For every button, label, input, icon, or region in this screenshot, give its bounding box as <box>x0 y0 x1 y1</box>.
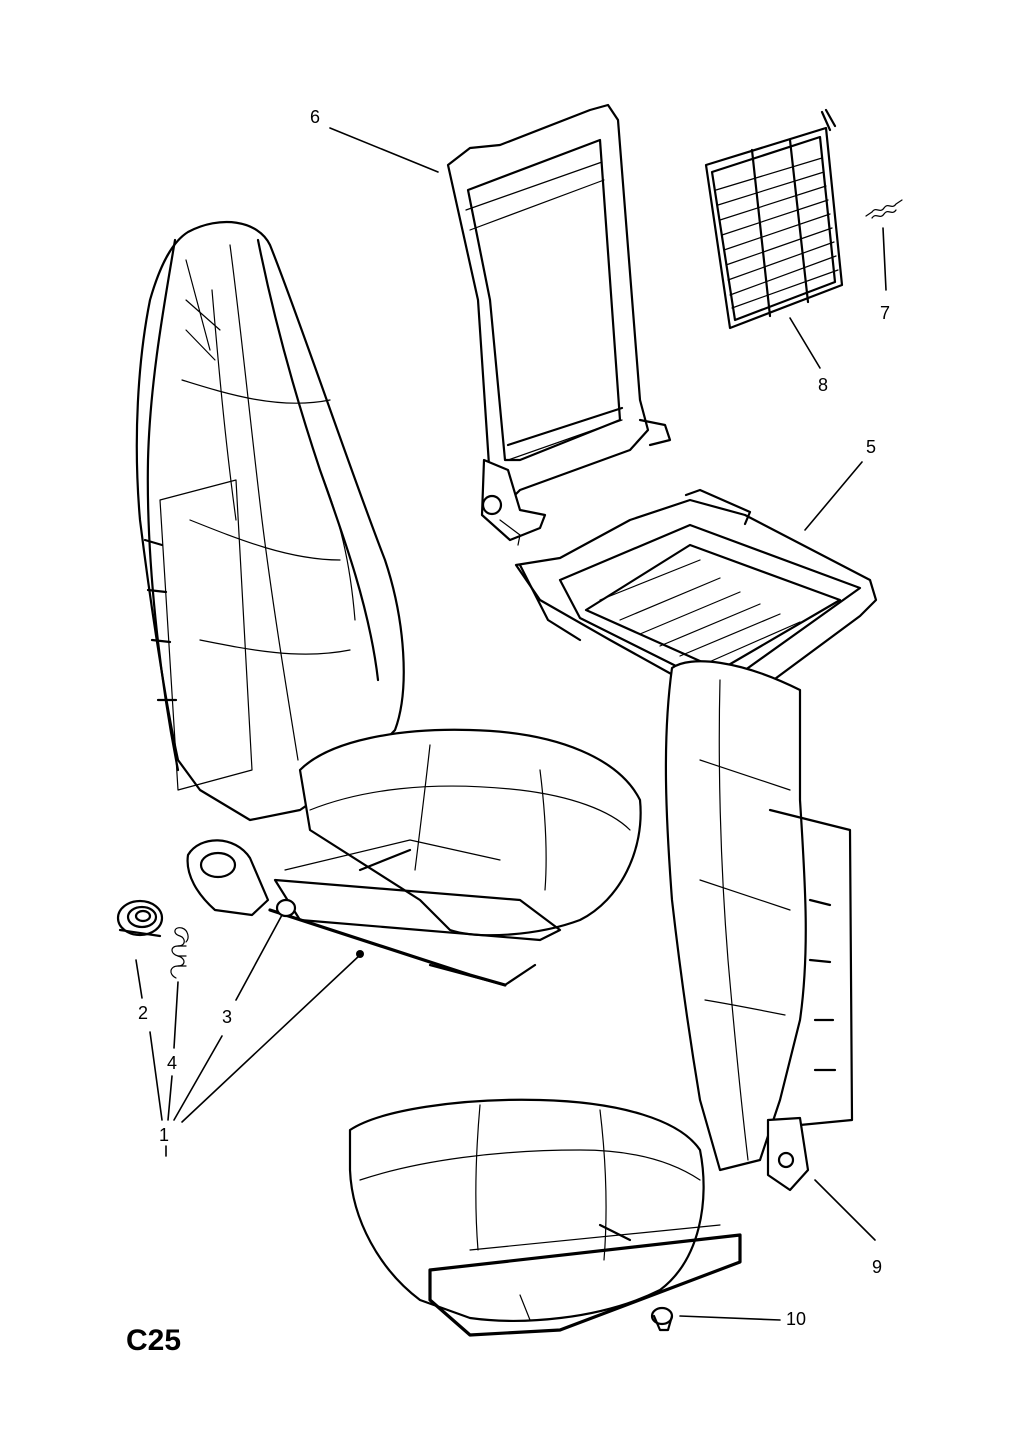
leader-1d <box>181 954 361 1123</box>
leader-1b <box>167 1075 173 1121</box>
leader-6 <box>329 127 439 173</box>
leader-1c <box>173 1035 223 1121</box>
leader-lines <box>135 127 887 1321</box>
leader-5 <box>804 461 863 531</box>
part-6-backrest-frame <box>446 103 672 546</box>
callout-10: 10 <box>786 1309 807 1329</box>
page-code: C25 <box>126 1324 182 1357</box>
leader-9 <box>814 1179 876 1241</box>
callout-3: 3 <box>222 1007 233 1027</box>
part-1-seat-assembly <box>135 220 642 987</box>
callout-5: 5 <box>866 437 877 457</box>
part-2-spiral-spring <box>116 899 164 938</box>
callout-9: 9 <box>872 1257 883 1277</box>
part-10-clip <box>650 1306 674 1332</box>
callout-4: 4 <box>167 1053 178 1073</box>
part-9-seat-assembly <box>348 660 854 1337</box>
leader-8 <box>789 317 821 369</box>
callout-2: 2 <box>138 1003 149 1023</box>
leader-3 <box>235 914 283 1001</box>
part-8-spring-mat <box>704 108 844 330</box>
leader-2 <box>135 959 143 999</box>
part-7-tension-spring <box>865 199 903 219</box>
callout-7: 7 <box>880 303 891 323</box>
callout-8: 8 <box>818 375 829 395</box>
part-5-seat-frame <box>514 488 878 702</box>
part-4-coil-spring <box>170 927 189 979</box>
leader-7 <box>882 227 887 291</box>
callout-6: 6 <box>310 107 321 127</box>
leader-1a <box>149 1031 163 1121</box>
leader-10 <box>679 1315 781 1321</box>
callout-1: 1 <box>159 1125 170 1145</box>
leader-4 <box>173 981 179 1049</box>
